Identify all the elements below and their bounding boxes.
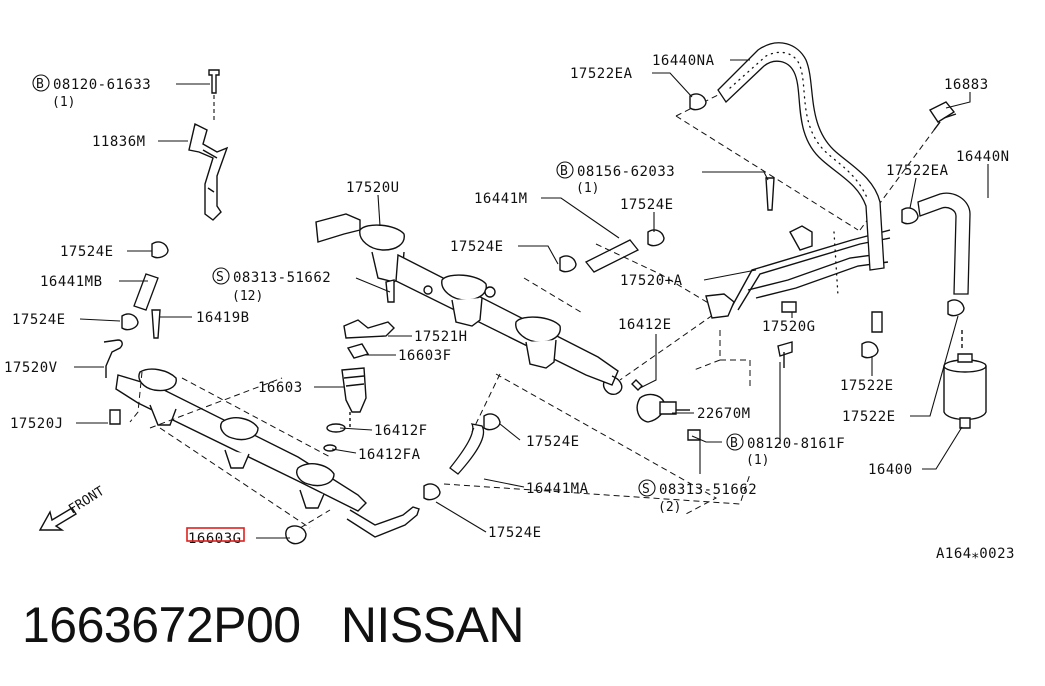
label-08120-8161f: 08120-8161F bbox=[747, 436, 845, 452]
label-16603: 16603 bbox=[258, 380, 303, 396]
label-16419b: 16419B bbox=[196, 310, 250, 326]
label-17524e-a: 17524E bbox=[60, 244, 114, 260]
label-16412e: 16412E bbox=[618, 317, 672, 333]
front-label: FRONT bbox=[66, 484, 107, 518]
label-17524e-d: 17524E bbox=[620, 197, 674, 213]
bolt-prefix: B bbox=[36, 77, 44, 92]
bolt-prefix-circle-b bbox=[556, 161, 574, 179]
label-17520v: 17520V bbox=[4, 360, 58, 376]
label-16441ma: 16441MA bbox=[526, 481, 589, 497]
label-08313-51662-b: 08313-51662 bbox=[659, 482, 757, 498]
left-fuel-rail-drawing bbox=[103, 339, 420, 545]
label-16441mb: 16441MB bbox=[40, 274, 103, 290]
hose-16440na-drawing bbox=[689, 42, 885, 333]
label-17520j: 17520J bbox=[10, 416, 64, 432]
label-17521h: 17521H bbox=[414, 329, 468, 345]
label-17520u: 17520U bbox=[346, 180, 400, 196]
front-direction-arrow: FRONT bbox=[38, 484, 107, 531]
bracket-11836m-drawing bbox=[188, 69, 229, 221]
label-16441m: 16441M bbox=[474, 191, 528, 207]
center-hoses-drawing bbox=[121, 229, 751, 515]
label-17524e-c: 17524E bbox=[450, 239, 504, 255]
label-17522e-a: 17522E bbox=[840, 378, 894, 394]
label-16400: 16400 bbox=[868, 462, 913, 478]
injector-column-drawing bbox=[323, 279, 395, 452]
main-fuel-rail-drawing bbox=[315, 213, 623, 396]
brand-name: NISSAN bbox=[340, 597, 525, 653]
hose-16440n-drawing bbox=[861, 101, 987, 429]
label-17524e-e: 17524E bbox=[526, 434, 580, 450]
label-16603g: 16603G bbox=[188, 531, 242, 547]
label-16440na: 16440NA bbox=[652, 53, 715, 69]
label-08313-51662-a: 08313-51662 bbox=[233, 270, 331, 286]
label-16412fa: 16412FA bbox=[358, 447, 421, 463]
label-17522e-b: 17522E bbox=[842, 409, 896, 425]
bolt-prefix-circle bbox=[32, 74, 50, 92]
part-number: 1663672P00 bbox=[22, 597, 301, 653]
label-08313-51662-a-qty: (12) bbox=[232, 289, 263, 304]
part-title: 1663672P00 NISSAN bbox=[22, 596, 524, 654]
label-08120-61633-qty: (1) bbox=[52, 95, 75, 110]
label-17522ea-b: 17522EA bbox=[886, 163, 949, 179]
label-16412f: 16412F bbox=[374, 423, 428, 439]
bolt-prefix-c: B bbox=[730, 436, 738, 451]
label-16603f: 16603F bbox=[398, 348, 452, 364]
part-labels: B 08120-61633 (1) 11836M 17524E 16441MB … bbox=[4, 53, 1015, 562]
label-08156-62033: 08156-62033 bbox=[577, 164, 675, 180]
bolt-prefix-b: B bbox=[560, 164, 568, 179]
label-16883: 16883 bbox=[944, 77, 989, 93]
label-17520g: 17520G bbox=[762, 319, 816, 335]
label-17524e-f: 17524E bbox=[488, 525, 542, 541]
label-22670m: 22670M bbox=[697, 406, 751, 422]
label-17522ea-a: 17522EA bbox=[570, 66, 633, 82]
leader-lines bbox=[74, 59, 989, 539]
diagram-code: A164⁎0023 bbox=[936, 546, 1015, 562]
label-16440n: 16440N bbox=[956, 149, 1010, 165]
pressure-regulator-drawing bbox=[631, 379, 690, 423]
label-08120-8161f-qty: (1) bbox=[746, 453, 769, 468]
bolt-prefix-circle-c bbox=[726, 433, 744, 451]
screw-prefix-a: S bbox=[216, 270, 224, 285]
label-08313-51662-b-qty: (2) bbox=[658, 500, 681, 515]
label-17520a: 17520+A bbox=[620, 273, 683, 289]
screw-prefix-circle-a bbox=[212, 267, 230, 285]
label-08120-61633: 08120-61633 bbox=[53, 77, 151, 93]
screw-prefix-b: S bbox=[642, 482, 650, 497]
label-17524e-b: 17524E bbox=[12, 312, 66, 328]
label-08156-62033-qty: (1) bbox=[576, 181, 599, 196]
screw-prefix-circle-b bbox=[638, 479, 656, 497]
highlight-box-16603g bbox=[186, 527, 245, 542]
label-11836m: 11836M bbox=[92, 134, 146, 150]
